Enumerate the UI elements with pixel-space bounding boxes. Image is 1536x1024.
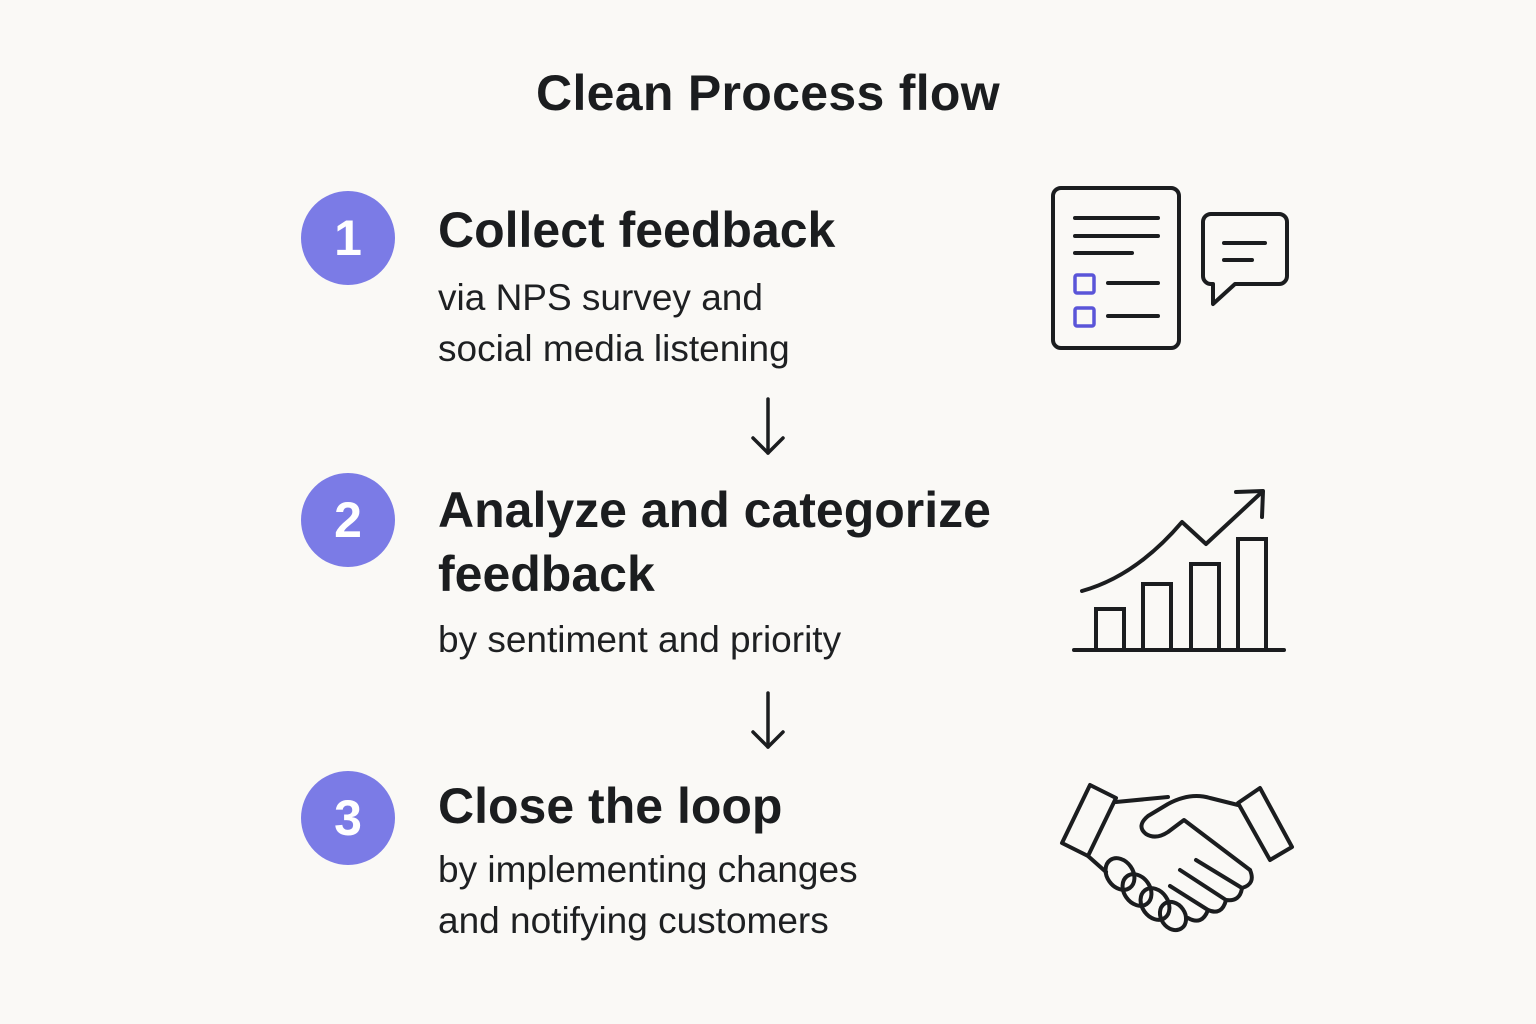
step-heading-line: Analyze and categorize — [438, 482, 991, 538]
handshake-icon — [1060, 783, 1294, 933]
step-description-line: and notifying customers — [438, 900, 829, 941]
step-number-badge: 2 — [301, 473, 395, 567]
step-heading: Collect feedback — [438, 202, 836, 258]
growth-bar-chart-icon — [1072, 489, 1286, 652]
step-description-line: by sentiment and priority — [438, 619, 842, 660]
arrow-down-icon — [751, 691, 785, 749]
step-heading-line: feedback — [438, 546, 655, 602]
step-heading: Close the loop — [438, 778, 783, 834]
survey-form-with-chat-bubble-icon — [1051, 186, 1289, 350]
diagram-title: Clean Process flow — [536, 65, 1000, 121]
step-description-line: via NPS survey and — [438, 277, 763, 318]
step-number-badge: 1 — [301, 191, 395, 285]
step-description-line: social media listening — [438, 328, 790, 369]
step-number-badge: 3 — [301, 771, 395, 865]
step-description-line: by implementing changes — [438, 849, 858, 890]
arrow-down-icon — [751, 397, 785, 455]
